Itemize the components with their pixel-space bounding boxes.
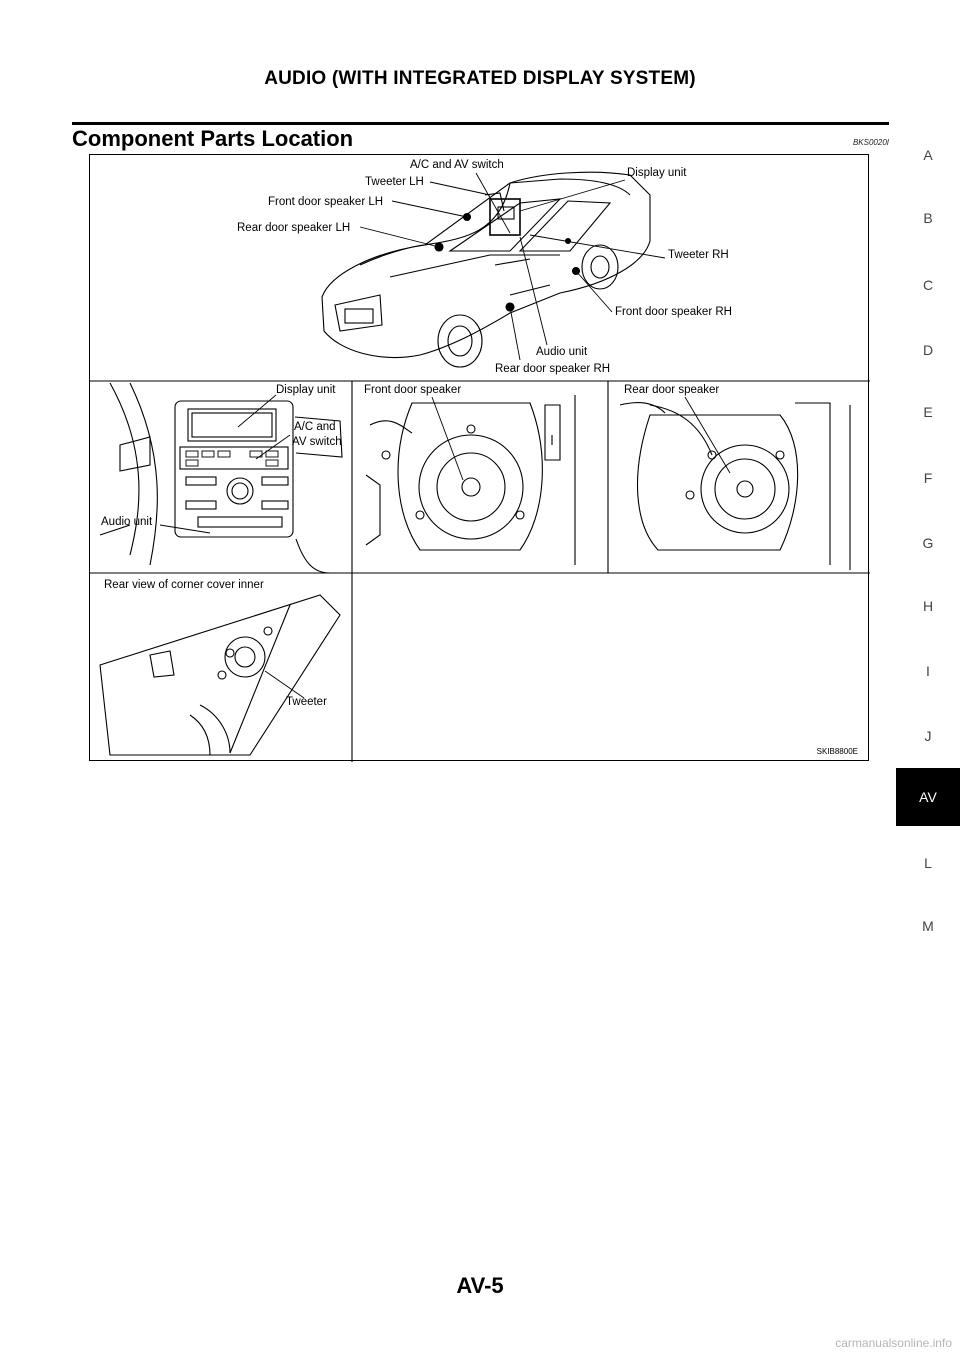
front-speaker-leader bbox=[431, 396, 464, 481]
index-tab-f[interactable]: F bbox=[923, 470, 933, 486]
index-tab-a[interactable]: A bbox=[923, 147, 933, 163]
label-dash-audio-unit: Audio unit bbox=[101, 516, 153, 528]
header-rule bbox=[72, 122, 889, 125]
car-leader-lines bbox=[359, 172, 666, 361]
car-illustration bbox=[321, 171, 651, 368]
index-tab-j[interactable]: J bbox=[924, 728, 932, 744]
component-location-figure: A/C and AV switch Tweeter LH Display uni… bbox=[89, 154, 870, 762]
rear-speaker-illustration bbox=[619, 402, 851, 570]
index-tab-c[interactable]: C bbox=[922, 277, 934, 293]
figure-code: SKIB8800E bbox=[816, 747, 858, 756]
section-title: Component Parts Location bbox=[72, 126, 354, 151]
tweeter-leader bbox=[264, 670, 305, 699]
label-ac-av-switch: A/C and AV switch bbox=[410, 159, 504, 171]
label-dash-av-switch: AV switch bbox=[292, 436, 342, 448]
label-rear-door-speaker: Rear door speaker bbox=[624, 384, 720, 396]
index-tab-e[interactable]: E bbox=[923, 404, 933, 420]
page-number: AV-5 bbox=[456, 1273, 504, 1298]
label-rear-door-speaker-lh: Rear door speaker LH bbox=[237, 222, 351, 234]
index-tab-m[interactable]: M bbox=[922, 918, 934, 934]
index-tab-b[interactable]: B bbox=[923, 210, 933, 226]
label-tweeter-rh: Tweeter RH bbox=[668, 249, 729, 261]
label-front-door-speaker: Front door speaker bbox=[364, 384, 462, 396]
label-dash-display-unit: Display unit bbox=[276, 384, 336, 396]
label-tweeter-lh: Tweeter LH bbox=[365, 176, 424, 188]
index-tab-h[interactable]: H bbox=[922, 598, 934, 614]
dashboard-illustration bbox=[99, 382, 343, 574]
label-front-door-speaker-rh: Front door speaker RH bbox=[615, 306, 732, 318]
label-rear-door-speaker-rh: Rear door speaker RH bbox=[495, 363, 611, 375]
index-tab-d[interactable]: D bbox=[922, 342, 934, 358]
dashboard-leader-lines bbox=[159, 394, 291, 534]
index-tab-av-active[interactable]: AV bbox=[896, 768, 960, 826]
label-audio-unit-top: Audio unit bbox=[536, 346, 588, 358]
front-speaker-illustration bbox=[365, 395, 576, 565]
section-index-tabs: A B C D E F G H I J AV L M bbox=[896, 0, 960, 1358]
corner-cover-illustration bbox=[99, 594, 341, 756]
page-header-title: AUDIO (WITH INTEGRATED DISPLAY SYSTEM) bbox=[264, 68, 696, 89]
figure-drawing bbox=[90, 171, 870, 762]
label-corner-cover-title: Rear view of corner cover inner bbox=[104, 579, 264, 591]
label-display-unit: Display unit bbox=[627, 167, 687, 179]
watermark-text: carmanualsonline.info bbox=[835, 1336, 952, 1350]
section-ref-code: BKS0020I bbox=[852, 138, 889, 147]
index-tab-g[interactable]: G bbox=[922, 535, 934, 551]
label-dash-ac-and: A/C and bbox=[294, 421, 336, 433]
label-tweeter: Tweeter bbox=[286, 696, 327, 708]
label-front-door-speaker-lh: Front door speaker LH bbox=[268, 196, 384, 208]
rear-speaker-leader bbox=[684, 396, 731, 474]
index-tab-i[interactable]: I bbox=[926, 663, 930, 679]
index-tab-l[interactable]: L bbox=[924, 855, 932, 871]
